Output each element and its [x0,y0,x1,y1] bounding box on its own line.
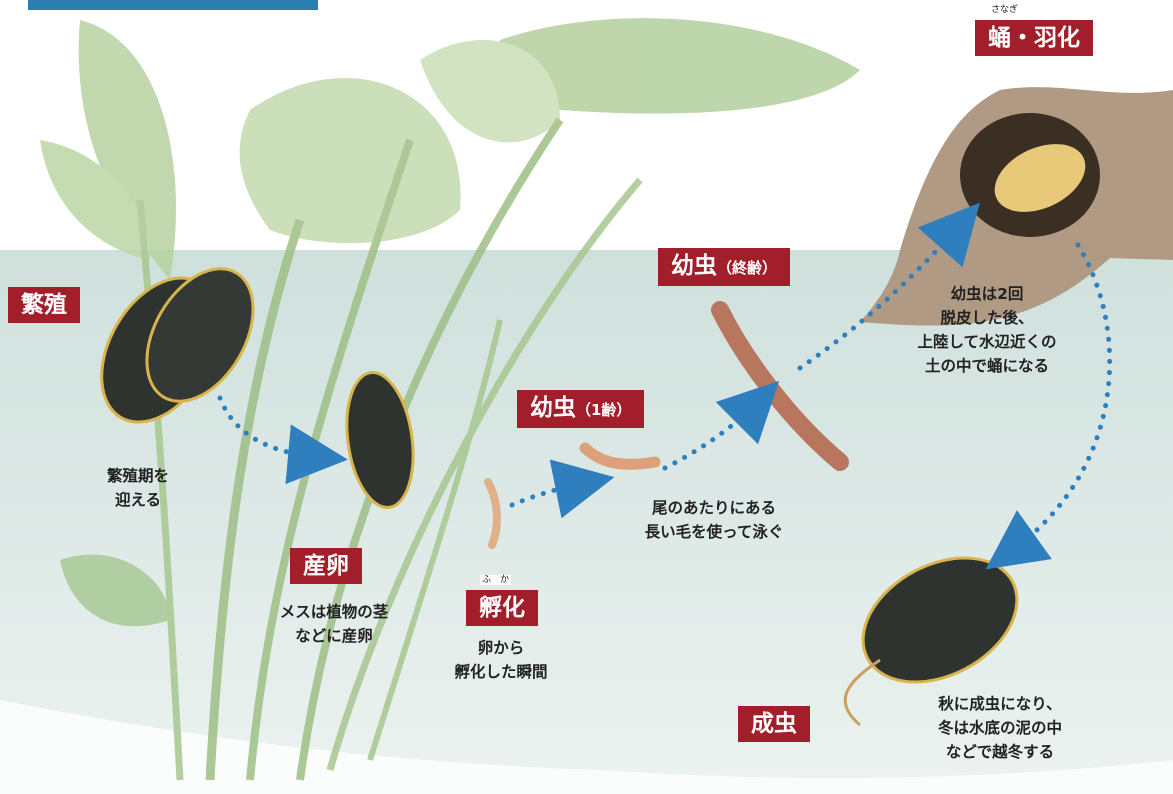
badge-larva-first: 幼虫（1齢） [517,390,644,428]
badge-larva-first-label: 幼虫 [530,395,576,421]
ruby-hatching: ふ か [480,575,511,585]
badge-oviposition: 産卵 [290,548,362,584]
caption-adult: 秋に成虫になり、冬は水底の泥の中などで越冬する [938,692,1062,764]
caption-hatching: 卵から孵化した瞬間 [454,636,547,684]
badge-pupa: さなぎ 蛹・羽化 [975,20,1093,56]
caption-breeding: 繁殖期を迎える [107,464,169,512]
badge-larva-final-sub: （終齢） [717,259,777,277]
ruby-pupa: さなぎ [989,5,1020,15]
badge-breeding: 繁殖 [8,287,80,323]
caption-oviposition: メスは植物の茎などに産卵 [280,600,389,648]
badge-hatching: ふ か 孵化 [466,590,538,626]
badge-larva-first-sub: （1齢） [576,401,631,419]
caption-larva-first: 尾のあたりにある長い毛を使って泳ぐ [645,496,784,544]
badge-adult: 成虫 [738,706,810,742]
badge-larva-final: 幼虫（終齢） [658,248,790,286]
badge-hatching-label: 孵化 [479,595,525,621]
badge-pupa-label: 蛹・羽化 [988,25,1080,51]
badge-larva-final-label: 幼虫 [671,253,717,279]
caption-larva-final: 幼虫は2回脱皮した後、上陸して水辺近くの土の中で蛹になる [917,282,1056,378]
